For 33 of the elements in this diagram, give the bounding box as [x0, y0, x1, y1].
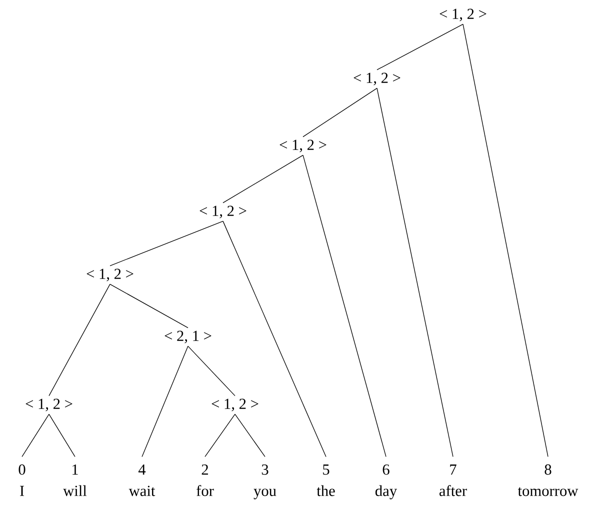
tree-branch [110, 220, 224, 266]
tree-branch [234, 414, 266, 458]
tree-branch [302, 88, 378, 138]
leaf-label: 5 the [316, 464, 335, 496]
tree-branch [222, 220, 326, 458]
tree-branch [188, 346, 236, 396]
leaf-label: 7 after [440, 464, 467, 496]
tree-branch [376, 88, 454, 458]
tree-node-label: < 1, 2 > [212, 398, 258, 412]
tree-branch [204, 414, 236, 458]
tree-node-label: < 1, 2 > [280, 140, 326, 152]
tree-branch [48, 414, 76, 458]
tree-branch [302, 154, 386, 458]
tree-branch [110, 284, 188, 328]
tree-branch [462, 24, 548, 458]
tree-node-label: < 2, 1 > [164, 330, 212, 344]
leaf-label: 8 tomorrow [518, 464, 578, 496]
leaf-label: 3 you [254, 464, 276, 500]
tree-node-label: < 1, 2 > [86, 268, 134, 282]
tree-branch [376, 24, 464, 70]
tree-node-label: < 1, 2 > [354, 72, 400, 86]
tree-node-label: < 1, 2 > [440, 8, 486, 22]
leaf-label: 6 day [375, 464, 398, 500]
tree-branch [48, 284, 110, 396]
tree-branch [222, 154, 304, 204]
leaf-label: 2 for [196, 464, 214, 496]
tree-node-label: < 1, 2 > [26, 398, 72, 412]
leaf-label: 1 will [63, 464, 87, 496]
tree-node-label: < 1, 2 > [200, 206, 246, 218]
leaf-label: 4 wait [128, 464, 156, 496]
tree-branch [22, 414, 50, 458]
tree-branch [142, 346, 188, 458]
leaf-label: 0 I [18, 464, 26, 496]
